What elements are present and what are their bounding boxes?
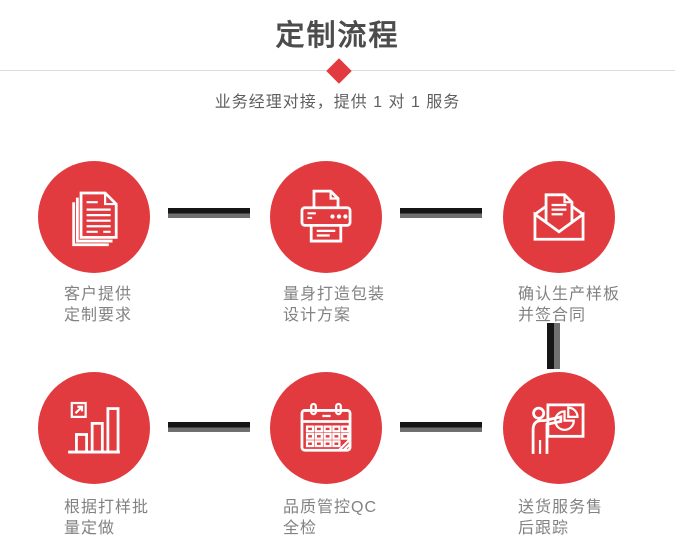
- connector-bar: [400, 422, 482, 432]
- connector-bar: [400, 208, 482, 218]
- calendar-icon: [300, 402, 352, 452]
- step-label-5: 品质管控QC 全检: [283, 499, 378, 537]
- step-circle-3: [503, 161, 615, 273]
- documents-icon: [72, 191, 118, 247]
- subtitle: 业务经理对接，提供 1 对 1 服务: [214, 94, 461, 111]
- step-circle-4: [38, 372, 150, 484]
- printer-icon: [300, 189, 352, 243]
- connector-bar: [168, 208, 250, 218]
- step-circle-6: [503, 372, 615, 484]
- presentation-icon: [531, 403, 585, 454]
- step-label-3: 确认生产样板 并签合同: [518, 286, 621, 324]
- envelope-icon: [533, 193, 585, 241]
- step-label-1: 客户提供 定制要求: [64, 286, 133, 324]
- diamond-accent-icon: [326, 58, 352, 84]
- step-label-4: 根据打样批 量定做: [64, 499, 150, 537]
- page-title: 定制流程: [275, 20, 400, 52]
- step-circle-1: [38, 161, 150, 273]
- step-label-6: 送货服务售 后跟踪: [518, 499, 604, 537]
- step-label-2: 量身打造包装 设计方案: [283, 286, 386, 324]
- connector-bar: [168, 422, 250, 432]
- bar-chart-icon: [68, 401, 120, 454]
- connector-bar-vertical: [547, 323, 560, 369]
- step-circle-2: [270, 161, 382, 273]
- step-circle-5: [270, 372, 382, 484]
